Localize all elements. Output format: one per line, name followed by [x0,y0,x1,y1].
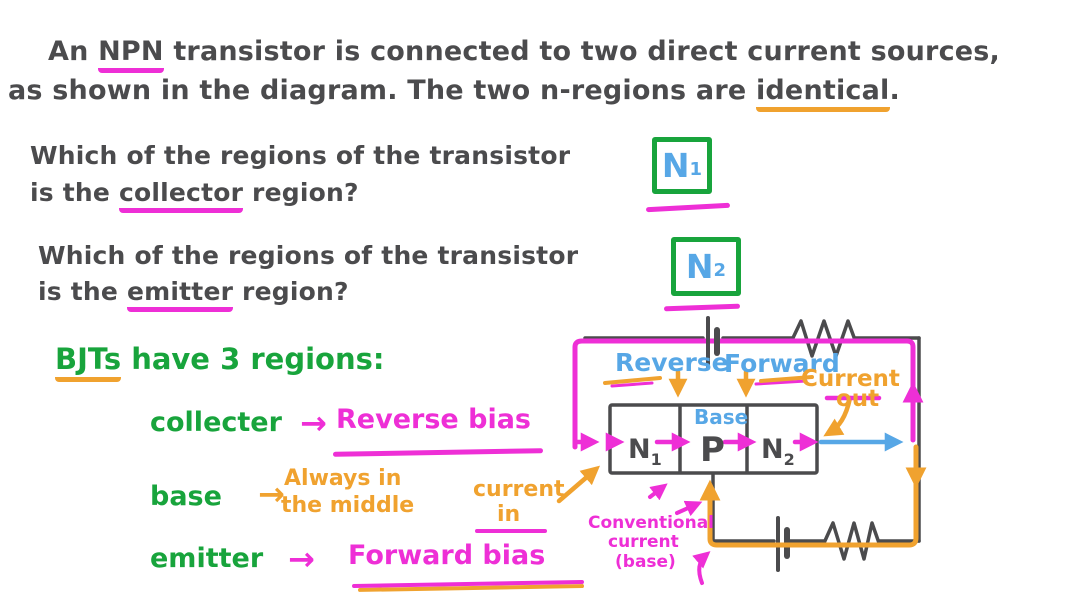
question-2-line-1: Which of the regions of the transistor [38,241,579,270]
reverse-swoosh-orange [603,376,662,385]
npn-highlight: NPN [98,36,164,73]
intro-text: as shown in the diagram. The two n-regio… [8,75,756,106]
resistor-bottom-icon [822,521,881,561]
current-in-arrow [556,465,601,504]
question-1-line-1: Which of the regions of the transistor [30,141,571,170]
collector-loop [572,338,916,450]
current-out-label-line-2: out [836,386,879,412]
collector-label: collecter [150,407,282,438]
arrow-right-icon: → [258,475,285,513]
question-1-line-2: is the collector region? [30,178,359,213]
arrow-right-icon: → [300,404,327,442]
region-n2-subscript: 2 [784,450,795,469]
conventional-current-arrow-3 [692,551,711,585]
intro-text: transistor is connected to two direct cu… [163,36,1001,67]
forward-swoosh-orange [759,375,814,383]
base-label: base [150,481,222,512]
region-n2-label: N2 [761,434,795,469]
conventional-current-arrow-1 [648,483,668,501]
emitter-current-path [699,444,927,548]
base-value-line-2: the middle [281,493,415,518]
question-1-text: is the [30,178,119,207]
reverse-bias-underline [332,448,544,457]
forward-swoosh-pink [754,379,808,386]
conventional-label-line-3: (base) [615,552,676,572]
base-value-line-1: Always in [284,466,402,491]
question-2-text: region? [233,277,349,306]
conventional-label-line-2: current [608,532,679,552]
intro-text: An [48,36,99,67]
annotation-arrows-pink [648,483,711,585]
current-in-underline [475,529,547,533]
circuit-diagram: Reverse Forward Current out Base N1 P N2… [556,316,927,585]
circuit-wires [583,319,921,561]
answer-n1-label: N [661,146,690,185]
region-n2-main: N [761,434,784,465]
identical-highlight: identical [755,75,890,112]
question-2-text: is the [38,277,127,306]
current-out-arrow [823,395,853,437]
intro-line-1: An NPN transistor is connected to two di… [48,36,1001,73]
answer-n2-label: N [685,247,714,286]
region-p-label: P [700,430,725,470]
arrow-right-icon: → [288,540,315,578]
notes-heading: BJTs have 3 regions: [55,342,385,382]
emitter-highlight: emitter [126,277,234,312]
emitter-label: emitter [150,543,264,574]
current-in-line-2: in [497,502,521,527]
region-n1-main: N [628,434,651,465]
emitter-loop [707,444,919,548]
collector-value: Reverse bias [336,404,531,435]
notes-heading-text: have 3 regions: [121,342,385,376]
answer-n1-underline [645,202,731,213]
conventional-current-arrow-2 [675,500,703,517]
region-n1-subscript: 1 [651,450,662,469]
question-1-text: region? [243,178,359,207]
resistor-top-icon [790,319,857,358]
base-region-label: Base [694,405,748,429]
collector-highlight: collector [118,178,244,213]
intro-line-2: as shown in the diagram. The two n-regio… [8,75,900,112]
emitter-value: Forward bias [348,540,546,571]
intro-text: . [889,75,900,106]
conventional-label-line-1: Conventional [588,513,714,533]
question-2-line-2: is the emitter region? [38,277,349,312]
current-out-label-line-1: Current [801,366,900,392]
current-in-line-1: current [473,477,565,502]
forward-label: Forward [724,349,840,378]
region-n1-label: N1 [628,434,662,469]
collector-current-path [572,338,924,450]
battery-top-icon [706,316,720,370]
reverse-swoosh-pink [610,381,654,388]
underline-swooshes [603,375,882,401]
bjts-highlight: BJTs [55,342,122,382]
reverse-label: Reverse [615,348,729,377]
annotation-arrows-orange [556,369,853,504]
